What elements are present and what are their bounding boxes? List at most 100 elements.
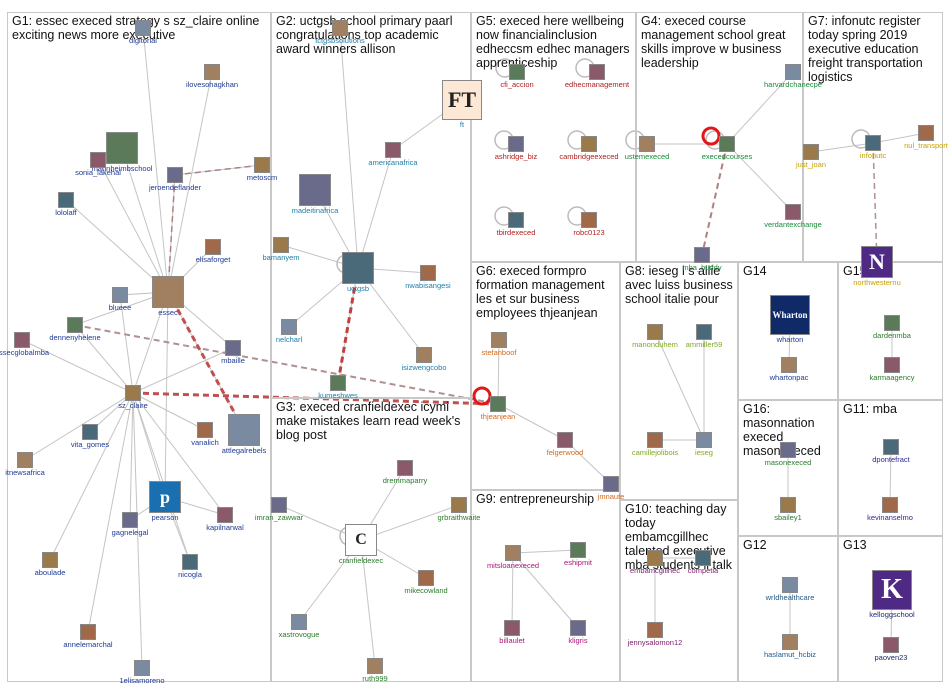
node-label: uctgsb: [346, 284, 370, 293]
node-eshipmit[interactable]: eshipmit: [518, 542, 638, 567]
avatar: [782, 634, 798, 650]
node-paoven23[interactable]: paoven23: [831, 637, 950, 662]
node-grbraithwaite[interactable]: grbraithwaite: [399, 497, 519, 522]
node-competia[interactable]: competia: [643, 550, 763, 575]
group-g14-label: G14: [743, 264, 767, 278]
node-ilovesohagkhan[interactable]: ilovesohagkhan: [152, 64, 272, 89]
node-label: itnewsafrica: [5, 468, 45, 477]
node-kligris[interactable]: kligris: [518, 620, 638, 645]
node-ammiller59[interactable]: ammiller59: [644, 324, 764, 349]
node-label: ashridge_biz: [494, 152, 538, 161]
node-label: ruth999: [362, 674, 388, 683]
node-nelcharl[interactable]: nelcharl: [229, 319, 349, 344]
node-stefanboof[interactable]: stefanboof: [439, 332, 559, 357]
node-nicogla[interactable]: nicogla: [130, 554, 250, 579]
avatar: [884, 357, 900, 373]
node-jennysalomon12[interactable]: jennysalomon12: [595, 622, 715, 647]
node-ashridge_biz[interactable]: ashridge_biz: [456, 136, 576, 161]
node-dpontefract[interactable]: dpontefract: [831, 439, 950, 464]
node-robc0123[interactable]: robc0123: [529, 212, 649, 237]
node-vita_gomes[interactable]: vita_gomes: [30, 424, 150, 449]
node-uctgsb[interactable]: uctgsb: [298, 252, 418, 293]
node-jeroendeflander[interactable]: jeroendeflander: [115, 167, 235, 192]
node-label: wrldhealthcare: [765, 593, 815, 602]
node-essecglobalmba[interactable]: essecglobalmba: [0, 332, 82, 357]
node-aboulade[interactable]: aboulade: [0, 552, 110, 577]
node-elisaforget[interactable]: elisaforget: [153, 239, 273, 264]
node-cfi_accion[interactable]: cfi_accion: [457, 64, 577, 89]
node-attlegalrebels[interactable]: attlegalrebels: [184, 414, 304, 455]
node-cambridgeexeced[interactable]: cambridgeexeced: [529, 136, 649, 161]
node-ustemexeced[interactable]: ustemexeced: [587, 136, 707, 161]
node-kumeshwes[interactable]: kumeshwes: [278, 375, 398, 400]
node-vanalich[interactable]: vanalich: [145, 422, 265, 447]
node-mba_buddy[interactable]: mba_buddy: [642, 247, 762, 272]
node-metoscm[interactable]: metoscm: [202, 157, 322, 182]
node-wrldhealthcare[interactable]: wrldhealthcare: [730, 577, 850, 602]
node-mikecowland[interactable]: mikecowland: [366, 570, 486, 595]
node-billaulet[interactable]: billaulet: [452, 620, 572, 645]
node-karmaagency[interactable]: karmaagency: [832, 357, 950, 382]
node-essec[interactable]: essec: [108, 276, 228, 317]
node-label: aboulade: [34, 568, 66, 577]
node-verdantexchange[interactable]: verdantexchange: [733, 204, 853, 229]
node-mannheimbschool[interactable]: mannheimbschool: [62, 132, 182, 173]
node-thjeanjean[interactable]: thjeanjean: [438, 396, 558, 421]
node-execedcourses[interactable]: execedcourses: [667, 136, 787, 161]
node-xastrovogue[interactable]: xastrovogue: [239, 614, 359, 639]
node-itnewsafrica[interactable]: itnewsafrica: [0, 452, 85, 477]
node-edhecmanagement[interactable]: edhecmanagement: [537, 64, 657, 89]
node-felgerwood[interactable]: felgerwood: [505, 432, 625, 457]
node-infonutc[interactable]: infonutc: [813, 135, 933, 160]
node-harvardchanecpe[interactable]: harvardchanecpe: [733, 64, 853, 89]
node-label: mannheimbschool: [91, 164, 153, 173]
node-ruth999[interactable]: ruth999: [315, 658, 435, 683]
avatar: [42, 552, 58, 568]
node-mbaille[interactable]: mbaille: [173, 340, 293, 365]
node-blueee[interactable]: blueee: [60, 287, 180, 312]
node-ieseg[interactable]: ieseg: [644, 432, 764, 457]
node-madeitinafrica[interactable]: madeitinafrica: [255, 174, 375, 215]
node-mitsloanexeced[interactable]: mitsloanexeced: [453, 545, 573, 570]
node-digitorial[interactable]: digitorial: [83, 20, 203, 45]
node-dardenmba[interactable]: dardenmba: [832, 315, 950, 340]
node-imran_zawwar[interactable]: imran_zawwar: [219, 497, 339, 522]
node-americanafrica[interactable]: americanafrica: [333, 142, 453, 167]
node-isizwengcobo[interactable]: isizwengcobo: [364, 347, 484, 372]
node-gagnelegal[interactable]: gagnelegal: [70, 512, 190, 537]
avatar: [112, 287, 128, 303]
node-tctgsbsolutions[interactable]: tctgsbsolutions: [280, 20, 400, 45]
group-g15-label: G15: [843, 264, 867, 278]
node-1elisamoreno[interactable]: 1elisamoreno: [82, 660, 202, 685]
node-just_joan[interactable]: just_joan: [751, 144, 871, 169]
node-haslamut_hcbiz[interactable]: haslamut_hcbiz: [730, 634, 850, 659]
node-annelemarchal[interactable]: annelemarchal: [28, 624, 148, 649]
node-kapilnarwal[interactable]: kapilnarwal: [165, 507, 285, 532]
node-sonia_lakehal[interactable]: sonia_lakehal: [38, 152, 158, 177]
node-kevinanselmo[interactable]: kevinanselmo: [830, 497, 950, 522]
node-lololaff[interactable]: lololaff: [6, 192, 126, 217]
node-embamcgillhec[interactable]: embamcgillhec: [595, 550, 715, 575]
node-nul_transport[interactable]: nul_transport: [866, 125, 950, 150]
node-dennenyhelene[interactable]: dennenyhelene: [15, 317, 135, 342]
node-jmnaute[interactable]: jmnaute: [551, 476, 671, 501]
node-label: mitsloanexeced: [486, 561, 540, 570]
node-whartonpac[interactable]: whartonpac: [729, 357, 849, 382]
node-dremmaparry[interactable]: dremmaparry: [345, 460, 465, 485]
node-camillejolibois[interactable]: camillejolibois: [595, 432, 715, 457]
node-tbirdexeced[interactable]: tbirdexeced: [456, 212, 576, 237]
node-manonduhem[interactable]: manonduhem: [595, 324, 715, 349]
node-masonexeced[interactable]: masonexeced: [728, 442, 848, 467]
node-sz_claire[interactable]: sz_claire: [73, 385, 193, 410]
node-bamanyem[interactable]: bamanyem: [221, 237, 341, 262]
node-label: stefanboof: [481, 348, 517, 357]
node-nwabisangesi[interactable]: nwabisangesi: [368, 265, 488, 290]
edge-thjeanjean-stefanboof: [497, 339, 500, 405]
node-sbailey1[interactable]: sbailey1: [728, 497, 848, 522]
